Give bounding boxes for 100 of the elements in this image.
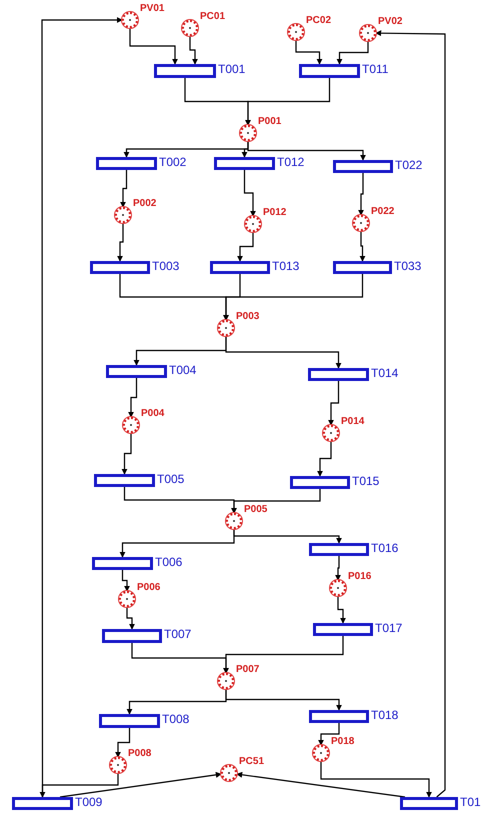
- transition-bar: [309, 543, 369, 556]
- place-circle: [122, 12, 138, 28]
- arc-arrow: [128, 378, 138, 418]
- place-circle: [115, 207, 131, 223]
- place-label: P005: [244, 505, 268, 515]
- arc-arrow: [122, 433, 132, 475]
- arc-arrow: [129, 28, 178, 65]
- place-circle: [240, 125, 256, 141]
- place-circle: [353, 215, 369, 231]
- arc-arrow: [225, 336, 342, 369]
- arc-arrow: [236, 772, 406, 798]
- transition-label: T018: [371, 709, 398, 721]
- arc-arrow: [360, 231, 366, 262]
- place-label: P022: [371, 207, 394, 217]
- transition-bar: [333, 261, 392, 274]
- transition-label: T011: [362, 63, 388, 75]
- transition-label: T007: [164, 628, 192, 640]
- transition-label: T012: [277, 156, 304, 168]
- arc-arrow: [295, 40, 322, 65]
- transition-label: T015: [352, 475, 380, 487]
- place-label: P007: [236, 665, 260, 675]
- transition-bar: [299, 64, 360, 78]
- transition-label: T008: [162, 713, 190, 725]
- place-label: P002: [133, 199, 156, 209]
- arc-arrow: [122, 570, 130, 592]
- arc-arrow: [358, 173, 364, 216]
- place-circle: [119, 591, 135, 607]
- arc-arrow: [247, 141, 366, 161]
- place-circle: [245, 216, 261, 232]
- transition-bar: [313, 623, 373, 636]
- arc-arrow: [40, 773, 119, 798]
- transition-bar: [400, 797, 458, 810]
- transition-bar: [92, 557, 153, 570]
- arc-arrow: [189, 36, 198, 65]
- arc-arrow: [318, 723, 340, 746]
- arc-arrow: [231, 489, 321, 514]
- transition-bar: [154, 64, 216, 78]
- place-label: PV01: [140, 4, 164, 14]
- transition-label: T002: [159, 156, 186, 168]
- arc-arrow: [375, 30, 446, 798]
- place-label: P016: [348, 572, 372, 582]
- place-label: PC51: [239, 757, 264, 767]
- transition-bar: [96, 157, 157, 170]
- transition-label: T001: [218, 63, 246, 75]
- transition-label: T014: [371, 367, 398, 379]
- place-circle: [330, 580, 346, 596]
- transition-bar: [309, 710, 369, 723]
- arc-arrow: [41, 17, 123, 797]
- arc-arrow: [237, 232, 254, 262]
- transition-bar: [106, 365, 167, 378]
- arc-arrow: [233, 529, 342, 544]
- transition-label: T017: [375, 622, 402, 634]
- place-label: PV02: [378, 17, 402, 27]
- place-circle: [226, 513, 242, 529]
- arc-arrow: [337, 596, 346, 624]
- arc-arrow: [115, 728, 130, 758]
- place-label: P018: [331, 737, 354, 747]
- arc-arrow: [223, 636, 344, 674]
- transition-bar: [90, 261, 150, 274]
- arc-arrow: [317, 441, 332, 477]
- place-label: P006: [137, 583, 160, 593]
- place-circle: [323, 425, 339, 441]
- transition-bar: [210, 261, 270, 274]
- arc-arrow: [335, 556, 341, 581]
- place-circle: [218, 673, 234, 689]
- place-circle: [110, 757, 126, 773]
- place-label: P012: [263, 208, 286, 218]
- transition-label: T006: [155, 556, 182, 568]
- place-label: P001: [258, 117, 282, 127]
- arc-arrow: [245, 78, 330, 126]
- transition-bar: [333, 160, 393, 173]
- transition-bar: [12, 797, 73, 810]
- arc-arrow: [320, 761, 432, 798]
- arc-arrow: [336, 41, 369, 65]
- transition-bar: [214, 157, 275, 170]
- arc-arrow: [59, 772, 222, 798]
- arc-arrow: [225, 689, 342, 711]
- transition-bar: [290, 476, 350, 489]
- transition-label: T003: [152, 260, 180, 272]
- transition-label: T016: [371, 542, 398, 554]
- transition-bar: [102, 629, 162, 643]
- arc-arrow: [120, 170, 128, 208]
- arc-arrow: [328, 381, 340, 426]
- transition-label: T005: [157, 473, 184, 485]
- transition-bar: [94, 474, 155, 487]
- place-label: P008: [128, 749, 152, 759]
- transition-label: T033: [394, 260, 422, 272]
- place-circle: [313, 745, 329, 761]
- transition-label: T013: [272, 260, 300, 272]
- place-label: P003: [236, 312, 260, 322]
- transition-label: T004: [169, 364, 196, 376]
- place-circle: [182, 20, 198, 36]
- transition-bar: [99, 714, 160, 728]
- place-label: P014: [341, 417, 364, 427]
- arc-arrow: [223, 274, 364, 321]
- transition-label: T022: [395, 159, 422, 171]
- arc-arrow: [244, 170, 256, 217]
- transition-bar: [308, 368, 369, 381]
- place-circle: [221, 765, 237, 781]
- place-label: PC01: [200, 12, 226, 22]
